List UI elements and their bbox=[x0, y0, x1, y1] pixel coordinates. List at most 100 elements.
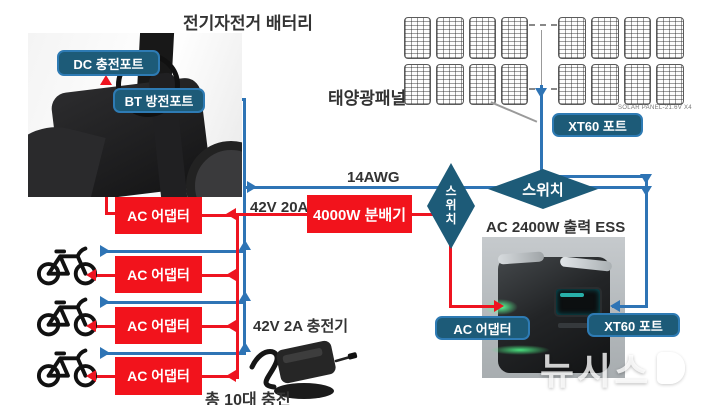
wire-bike-row-3 bbox=[100, 301, 246, 304]
arrow-bike-in-row3-icon bbox=[86, 320, 96, 332]
arrow-bike-out-row3-icon bbox=[100, 296, 110, 308]
ac-adapter-text-2: AC 어댑터 bbox=[127, 266, 190, 283]
distributor-box: 4000W 분배기 bbox=[307, 195, 412, 233]
ac-adapter-text-4: AC 어댑터 bbox=[127, 368, 190, 384]
bicycle-icon bbox=[36, 246, 98, 286]
arrow-bike-in-row4-icon bbox=[86, 370, 96, 382]
arrow-junction-row1-icon bbox=[226, 208, 236, 220]
ac-adapter-text-1: AC 어댑터 bbox=[127, 207, 190, 224]
solar-panel-caption: SOLAR PANEL-21.6V X4 bbox=[618, 105, 692, 111]
wire-switch-down bbox=[449, 243, 452, 306]
v42-20a-label: 42V 20A bbox=[250, 199, 309, 216]
solar-hinge-top bbox=[529, 24, 557, 26]
arrow-dc-charge-icon bbox=[100, 75, 112, 85]
dc-charge-port-text: DC 충전포트 bbox=[73, 56, 144, 72]
switch-vertical-text: 스위치 bbox=[445, 184, 457, 226]
solar-cell bbox=[623, 63, 652, 105]
ess-ac-adapter-label: AC 어댑터 bbox=[435, 316, 530, 340]
xt60-port-bottom-label: XT60 포트 bbox=[587, 313, 680, 337]
solar-cell bbox=[404, 63, 432, 105]
wire-row3-left bbox=[94, 325, 115, 328]
wire-row2-left bbox=[94, 274, 115, 277]
arrow-right-bus-lower-icon bbox=[640, 186, 652, 196]
solar-cell bbox=[590, 63, 619, 105]
ac-adapter-text-3: AC 어댑터 bbox=[127, 317, 190, 334]
arrow-bus-up-row3-icon bbox=[239, 291, 251, 301]
wire-row4-right bbox=[202, 375, 238, 378]
arrow-xt60-in-icon bbox=[610, 300, 620, 312]
awg-label: 14AWG bbox=[347, 169, 400, 186]
switch-diamond-vertical: 스위치 bbox=[427, 163, 475, 249]
ac-adapter-box-3: AC 어댑터 bbox=[115, 307, 202, 344]
newsis-watermark-symbol-icon bbox=[657, 352, 686, 384]
wire-left-bus bbox=[243, 98, 246, 355]
solar-cell bbox=[468, 63, 496, 105]
wire-ess-ac-in bbox=[449, 305, 499, 308]
bt-discharge-port-text: BT 방전포트 bbox=[124, 94, 194, 109]
arrow-junction-row4-icon bbox=[226, 370, 236, 382]
solar-cell bbox=[623, 17, 652, 59]
wire-row4-left bbox=[94, 375, 115, 378]
ess-photo bbox=[482, 237, 625, 378]
wire-row2-right bbox=[202, 274, 238, 277]
xt60-port-top-text: XT60 포트 bbox=[568, 118, 627, 134]
wire-distributor-right bbox=[412, 213, 434, 216]
newsis-watermark: 뉴시스 bbox=[540, 341, 686, 395]
solar-cell bbox=[558, 17, 586, 59]
arrow-right-bus-upper-icon bbox=[640, 174, 652, 184]
wire-bike-row-2 bbox=[100, 250, 246, 253]
wire-bike-row-4 bbox=[100, 352, 246, 355]
arrow-bike-in-row2-icon bbox=[86, 269, 96, 281]
charger-photo bbox=[248, 333, 360, 403]
solar-cell bbox=[404, 17, 432, 59]
arrow-bus-up-row4-icon bbox=[239, 342, 251, 352]
xt60-port-bottom-text: XT60 포트 bbox=[604, 318, 663, 334]
ac-adapter-box-1: AC 어댑터 bbox=[115, 197, 202, 234]
arrow-junction-row3-icon bbox=[226, 320, 236, 332]
bicycle-icon bbox=[36, 348, 98, 388]
solar-cell bbox=[436, 17, 464, 59]
solar-cell bbox=[468, 17, 496, 59]
wire-row1-right bbox=[202, 214, 238, 217]
solar-cell bbox=[656, 63, 684, 105]
arrow-solar-down-icon bbox=[535, 88, 547, 98]
xt60-port-top-label: XT60 포트 bbox=[552, 113, 643, 137]
ess-title: AC 2400W 출력 ESS bbox=[486, 219, 626, 236]
solar-panel-title: 태양광패널 bbox=[328, 89, 407, 108]
distributor-text: 4000W 분배기 bbox=[312, 206, 407, 224]
bt-discharge-port-label: BT 방전포트 bbox=[113, 88, 205, 113]
dc-charge-port-label: DC 충전포트 bbox=[57, 50, 160, 76]
arrow-ess-ac-in-icon bbox=[494, 300, 504, 312]
solar-panel-graphic bbox=[400, 12, 690, 105]
solar-wing-left bbox=[404, 17, 528, 105]
solar-stem-line bbox=[541, 30, 542, 90]
bike-battery-title: 전기자전거 배터리 bbox=[183, 14, 313, 33]
ac-adapter-box-2: AC 어댑터 bbox=[115, 256, 202, 293]
arrow-14awg-right-icon bbox=[247, 181, 257, 193]
ac-adapter-box-4: AC 어댑터 bbox=[115, 357, 202, 395]
ess-ports-row bbox=[558, 323, 588, 328]
solar-cell bbox=[558, 63, 586, 105]
solar-cell bbox=[500, 17, 528, 59]
arrow-bus-up-row2-icon bbox=[239, 240, 251, 250]
wire-row1-left bbox=[105, 212, 117, 215]
wire-switch-right-upper bbox=[558, 175, 648, 178]
switch-horizontal-text: 스위치 bbox=[522, 181, 564, 199]
wire-right-bus bbox=[645, 176, 648, 308]
wire-red-bus bbox=[236, 213, 239, 379]
newsis-watermark-text: 뉴시스 bbox=[540, 351, 652, 392]
ess-display-glyphs bbox=[560, 293, 584, 297]
wire-row3-right bbox=[202, 325, 238, 328]
arrow-bike-out-row4-icon bbox=[100, 347, 110, 359]
solar-cell bbox=[436, 63, 464, 105]
solar-wing-right bbox=[558, 17, 684, 105]
solar-cell bbox=[500, 63, 528, 105]
arrow-junction-row2-icon bbox=[226, 269, 236, 281]
arrow-bike-out-row2-icon bbox=[100, 245, 110, 257]
ess-green-glow-2 bbox=[490, 345, 550, 355]
ess-display bbox=[554, 287, 602, 317]
charger-label: 42V 2A 충전기 bbox=[253, 318, 349, 335]
charger-illustration bbox=[249, 340, 358, 399]
solar-cell bbox=[590, 17, 619, 59]
ess-ac-adapter-text: AC 어댑터 bbox=[453, 321, 512, 337]
